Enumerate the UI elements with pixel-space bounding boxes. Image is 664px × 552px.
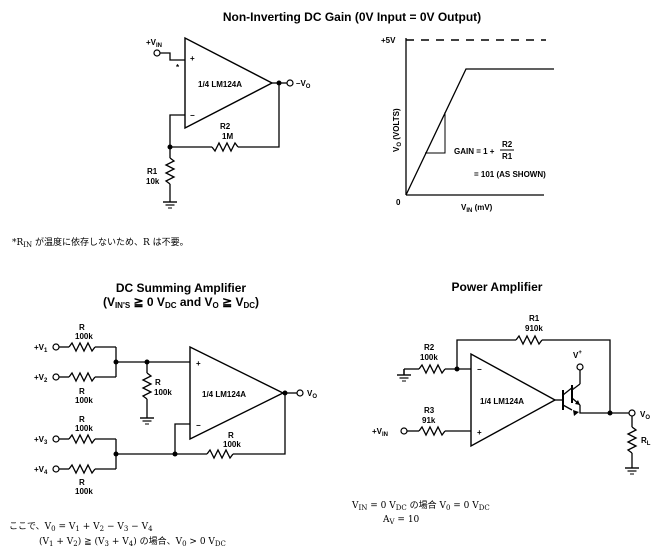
power-note-2: AV = 10 [382, 515, 420, 526]
graph-origin: 0 [396, 198, 401, 207]
sum-v2-label: +V2 [34, 373, 48, 384]
svg-text:+: + [196, 359, 201, 368]
summing-circuit: +V1 R 100k +V2 R 100k R 100k +V3 R 100k [34, 323, 317, 496]
graph-ytop-label: +5V [381, 36, 396, 45]
vin-label: +VIN [146, 38, 162, 49]
noninv-note: *RIN が温度に依存しないため、R は不要。 [12, 236, 189, 249]
summing-opamp [189, 345, 285, 441]
svg-text:100k: 100k [223, 440, 241, 449]
svg-text:−: − [477, 365, 482, 374]
svg-text:R: R [79, 323, 85, 332]
power-vplus-label: V+ [573, 350, 582, 360]
svg-text:100k: 100k [75, 487, 93, 496]
noninv-vo-terminal [286, 79, 294, 87]
power-opamp-label: 1/4 LM124A [480, 397, 524, 406]
svg-text:100k: 100k [154, 388, 172, 397]
transfer-graph: +5V VO (VOLTS) 0 VIN (mV) GAIN = 1 + R2 … [381, 36, 554, 214]
power-vin-label: +VIN [372, 427, 388, 438]
power-vplus-terminal [576, 363, 584, 371]
graph-gain-den: R1 [502, 152, 513, 161]
r2-name: R2 [220, 122, 231, 131]
sum-v3-terminal [52, 435, 60, 443]
power-r3-name: R3 [424, 406, 435, 415]
summing-note-2: (V1 + V2) ≧ (V3 + V4) の場合、V0 > 0 VDC [39, 535, 226, 548]
power-vo-label: VO [640, 410, 650, 421]
svg-text:+: + [477, 428, 482, 437]
noninv-vo-label: –VO [296, 79, 311, 90]
summing-vo-terminal [296, 389, 304, 397]
graph-xlabel: VIN (mV) [461, 203, 493, 214]
r2-value: 1M [222, 132, 233, 141]
power-rl-label: RL [641, 436, 651, 447]
svg-text:R: R [79, 415, 85, 424]
sum-v2-terminal [52, 373, 60, 381]
noninverting-circuit: +VIN * + − 1/4 LM124A –VO R2 1M R1 10k [146, 36, 311, 209]
summing-vo-label: VO [307, 389, 317, 400]
graph-gain-result: = 101 (AS SHOWN) [474, 170, 546, 179]
r1-name: R1 [147, 167, 158, 176]
svg-text:R: R [228, 431, 234, 440]
sum-v4-terminal [52, 465, 60, 473]
power-r1-value: 910k [525, 324, 543, 333]
title-summing: DC Summing Amplifier [116, 281, 247, 295]
power-circuit: R1 910k R2 100k +VIN R3 91k − + 1/4 LM12… [372, 314, 651, 475]
svg-text:R: R [79, 387, 85, 396]
power-opamp [470, 352, 557, 448]
power-r1-name: R1 [529, 314, 540, 323]
svg-text:R: R [79, 478, 85, 487]
title-noninverting: Non-Inverting DC Gain (0V Input = 0V Out… [223, 10, 481, 24]
svg-text:100k: 100k [75, 424, 93, 433]
power-vin-terminal [400, 427, 408, 435]
svg-text:R: R [155, 378, 161, 387]
title-summing-condition: (VIN'S ≧ 0 VDC and VO ≧ VDC) [103, 295, 259, 310]
sum-v1-terminal [52, 343, 60, 351]
noninv-minus: − [190, 111, 195, 120]
power-r2-name: R2 [424, 343, 435, 352]
graph-gain-num: R2 [502, 140, 513, 149]
title-power: Power Amplifier [452, 280, 543, 294]
sum-v3-label: +V3 [34, 435, 48, 446]
power-r3-value: 91k [422, 416, 436, 425]
summing-opamp-label: 1/4 LM124A [202, 390, 246, 399]
noninv-opamp [184, 36, 274, 130]
graph-ylabel: VO (VOLTS) [392, 108, 403, 152]
svg-text:−: − [196, 421, 201, 430]
noninv-opamp-label: 1/4 LM124A [198, 80, 242, 89]
r1-value: 10k [146, 177, 160, 186]
summing-note-1: ここで、V0 = V1 + V2 − V3 − V4 [9, 522, 153, 533]
power-r2-value: 100k [420, 353, 438, 362]
sum-v1-label: +V1 [34, 343, 48, 354]
sum-v4-label: +V4 [34, 465, 48, 476]
vin-terminal [153, 49, 161, 57]
power-note-1: VIN = 0 VDC の場合 V0 = 0 VDC [351, 499, 490, 512]
star-mark: * [176, 63, 180, 72]
noninv-plus: + [190, 54, 195, 63]
svg-text:100k: 100k [75, 396, 93, 405]
power-vo-terminal [628, 409, 636, 417]
svg-text:100k: 100k [75, 332, 93, 341]
graph-gain-prefix: GAIN = 1 + [454, 147, 495, 156]
